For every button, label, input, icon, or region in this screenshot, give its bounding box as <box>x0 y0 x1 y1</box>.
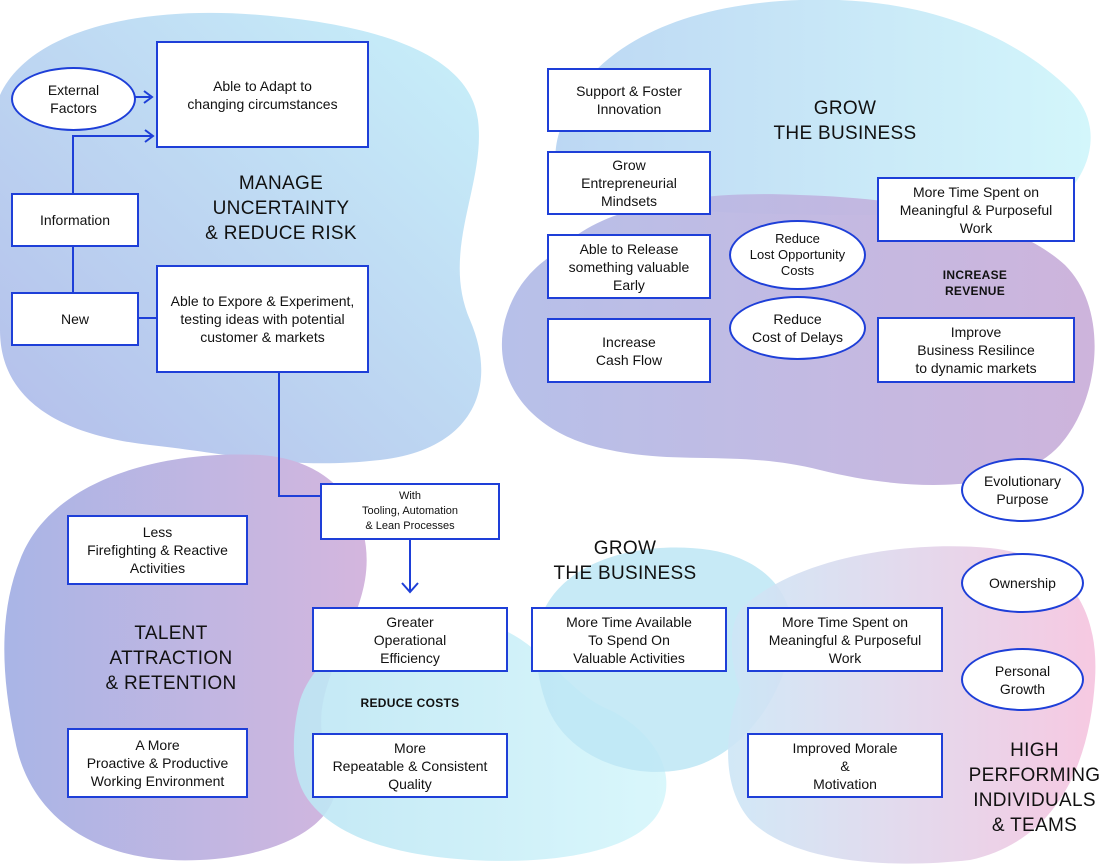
node-support-innovation: Support & Foster Innovation <box>547 68 711 132</box>
label-reduce-costs: REDUCE COSTS <box>360 696 460 710</box>
node-entrepreneurial: Grow Entrepreneurial Mindsets <box>547 151 711 215</box>
section-title-talent: TALENT ATTRACTION & RETENTION <box>105 623 237 694</box>
node-meaningful-bottom: More Time Spent on Meaningful & Purposef… <box>747 607 943 672</box>
node-ownership: Ownership <box>961 553 1084 613</box>
node-explore: Able to Expore & Experiment, testing ide… <box>156 265 369 373</box>
node-resilience: Improve Business Resilince to dynamic ma… <box>877 317 1075 383</box>
node-less-firefighting: Less Firefighting & Reactive Activities <box>67 515 248 585</box>
node-personal-growth: Personal Growth <box>961 648 1084 711</box>
node-repeatable: More Repeatable & Consistent Quality <box>312 733 508 798</box>
node-information: Information <box>11 193 139 247</box>
node-proactive: A More Proactive & Productive Working En… <box>67 728 248 798</box>
node-release-early: Able to Release something valuable Early <box>547 234 711 299</box>
node-cash-flow: Increase Cash Flow <box>547 318 711 383</box>
node-lost-opportunity: Reduce Lost Opportunity Costs <box>729 220 866 290</box>
node-external-factors: External Factors <box>11 67 136 131</box>
node-new: New <box>11 292 139 346</box>
section-title-grow-top: GROW THE BUSINESS <box>773 98 917 144</box>
label-increase-revenue: INCREASE REVENUE <box>942 268 1008 298</box>
node-tooling: With Tooling, Automation & Lean Processe… <box>320 483 500 540</box>
node-cost-of-delays: Reduce Cost of Delays <box>729 296 866 360</box>
node-morale: Improved Morale & Motivation <box>747 733 943 798</box>
section-title-grow-mid: GROW THE BUSINESS <box>553 538 697 584</box>
section-title-high-performing: HIGH PERFORMING INDIVIDUALS & TEAMS <box>968 740 1101 836</box>
node-time-available: More Time Available To Spend On Valuable… <box>531 607 727 672</box>
node-adapt: Able to Adapt to changing circumstances <box>156 41 369 148</box>
section-title-manage-uncertainty: MANAGE UNCERTAINTY & REDUCE RISK <box>205 173 357 244</box>
node-efficiency: Greater Operational Efficiency <box>312 607 508 672</box>
node-meaningful-top: More Time Spent on Meaningful & Purposef… <box>877 177 1075 242</box>
node-evolutionary-purpose: Evolutionary Purpose <box>961 458 1084 522</box>
